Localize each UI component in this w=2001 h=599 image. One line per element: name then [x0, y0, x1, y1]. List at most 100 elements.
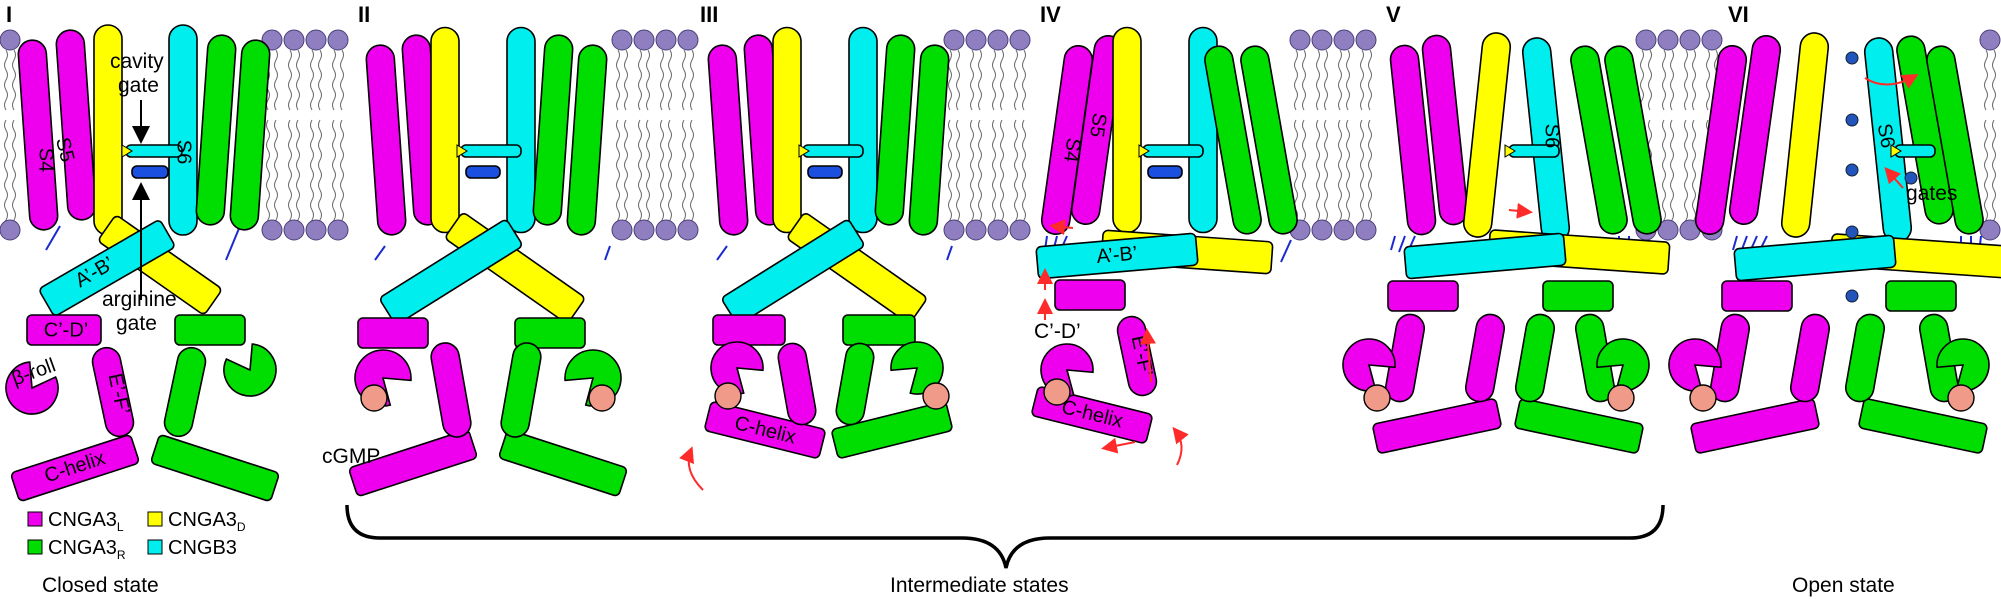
lipid-head: [1333, 219, 1355, 241]
cgmp-molecule: [360, 384, 388, 412]
helix-s5: [1421, 34, 1469, 226]
panel-label-4: IV: [1040, 2, 1061, 27]
linker: [1732, 235, 1738, 251]
cd-label: C’-D’: [44, 319, 88, 341]
lipid-tail: [638, 49, 642, 111]
cgmp-molecule: [588, 384, 616, 412]
ab-cyan: [722, 219, 864, 325]
lipid-tail: [296, 49, 300, 111]
linker: [225, 225, 241, 261]
motion-arrow: [1884, 167, 1904, 189]
lipid-head: [677, 29, 699, 51]
lipid-tail: [1992, 49, 1996, 111]
lipid-tail: [1684, 119, 1688, 231]
gates-label: gates: [1906, 182, 1957, 205]
cgmp-molecule: [1363, 384, 1391, 412]
cavity-gate-label-line1: cavity: [110, 50, 164, 73]
cavity-gate-label-line2: gate: [118, 74, 159, 97]
lipid-tail: [616, 49, 620, 111]
motion-arrow: [1049, 219, 1074, 236]
helix-s4: [707, 44, 749, 236]
legend-sub-l: L: [117, 520, 124, 534]
cd-magenta: [357, 317, 429, 349]
lipid-head: [1657, 219, 1679, 241]
lipid-tail: [310, 49, 314, 111]
ab-cyan: [1733, 234, 1897, 282]
legend-swatch-cnga3-l: [27, 511, 43, 527]
motion-arrow: [1139, 328, 1156, 383]
lipid-tail: [948, 119, 952, 231]
panel-label-1: I: [6, 2, 12, 27]
lipid-tail: [1640, 49, 1644, 111]
beta-roll: [223, 343, 277, 397]
lipid-head: [1979, 29, 2001, 51]
ion: [1845, 289, 1859, 303]
helix-green: [908, 44, 950, 236]
membrane-segment: [1979, 29, 2001, 241]
helix-green: [1240, 45, 1298, 235]
lipid-head: [611, 29, 633, 51]
cd-green: [842, 314, 916, 346]
intermediate-states-label: Intermediate states: [890, 574, 1069, 597]
lipid-tail: [1692, 49, 1696, 111]
lipid-tail: [1346, 49, 1350, 111]
lipid-tail: [660, 119, 664, 231]
lipid-tail: [970, 119, 974, 231]
helix-green: [566, 44, 608, 236]
ion: [1845, 51, 1859, 65]
lipid-tail: [668, 49, 672, 111]
membrane-segment: [1289, 29, 1377, 241]
lipid-tail: [1324, 119, 1328, 231]
lipid-tail: [340, 119, 344, 231]
cgmp-molecule: [1607, 384, 1635, 412]
cd-green: [1542, 280, 1614, 312]
lipid-tail: [12, 49, 16, 111]
helix-s5: [1070, 34, 1124, 226]
beta-roll: [5, 361, 59, 415]
ef-green: [500, 342, 542, 438]
lipid-tail: [992, 119, 996, 231]
lipid-tail: [1316, 119, 1320, 231]
ef-green: [163, 346, 207, 438]
helix-yellow: [1112, 26, 1142, 234]
membrane-segment: [261, 29, 349, 241]
lipid-tail: [646, 49, 650, 111]
lipid-head: [1311, 29, 1333, 51]
ab-cyan: [1403, 232, 1567, 280]
s5-label: S5: [1085, 111, 1110, 138]
lipid-head: [1355, 29, 1377, 51]
lipid-tail: [682, 119, 686, 231]
lipid-tail: [1338, 49, 1342, 111]
lipid-head: [1635, 29, 1657, 51]
membrane-layer: [0, 29, 2001, 241]
c-helix: [10, 434, 140, 502]
lipid-tail: [1014, 119, 1018, 231]
closed-state-label: Closed state: [42, 574, 159, 597]
lipid-tail: [12, 119, 16, 231]
lipid-tail: [288, 49, 292, 111]
ef-magenta: [777, 342, 817, 426]
motion-arrow: [1101, 437, 1136, 454]
legend-swatch-cnga3-d: [147, 511, 163, 527]
lipid-tail: [1368, 49, 1372, 111]
lipid-head: [633, 29, 655, 51]
c-helix: [1690, 398, 1820, 454]
lipid-tail: [296, 119, 300, 231]
helix-s6: [506, 26, 536, 234]
lipid-tail: [660, 49, 664, 111]
cd-magenta: [26, 314, 102, 346]
cd-magenta: [712, 314, 786, 346]
panel-label-3: III: [700, 2, 718, 27]
lipid-head: [987, 29, 1009, 51]
c-helix: [348, 429, 478, 497]
lipid-tail: [1670, 49, 1674, 111]
legend-label-cnga3-r: CNGA3: [48, 537, 117, 559]
cavity-gate-helix: [802, 144, 864, 158]
helix-s4: [1694, 44, 1748, 236]
intermediate-brace: [345, 504, 1665, 569]
cd-label-panel4: C’-D’: [1034, 320, 1081, 343]
cgmp-molecule: [714, 382, 742, 410]
c-helix-green: [150, 434, 280, 502]
